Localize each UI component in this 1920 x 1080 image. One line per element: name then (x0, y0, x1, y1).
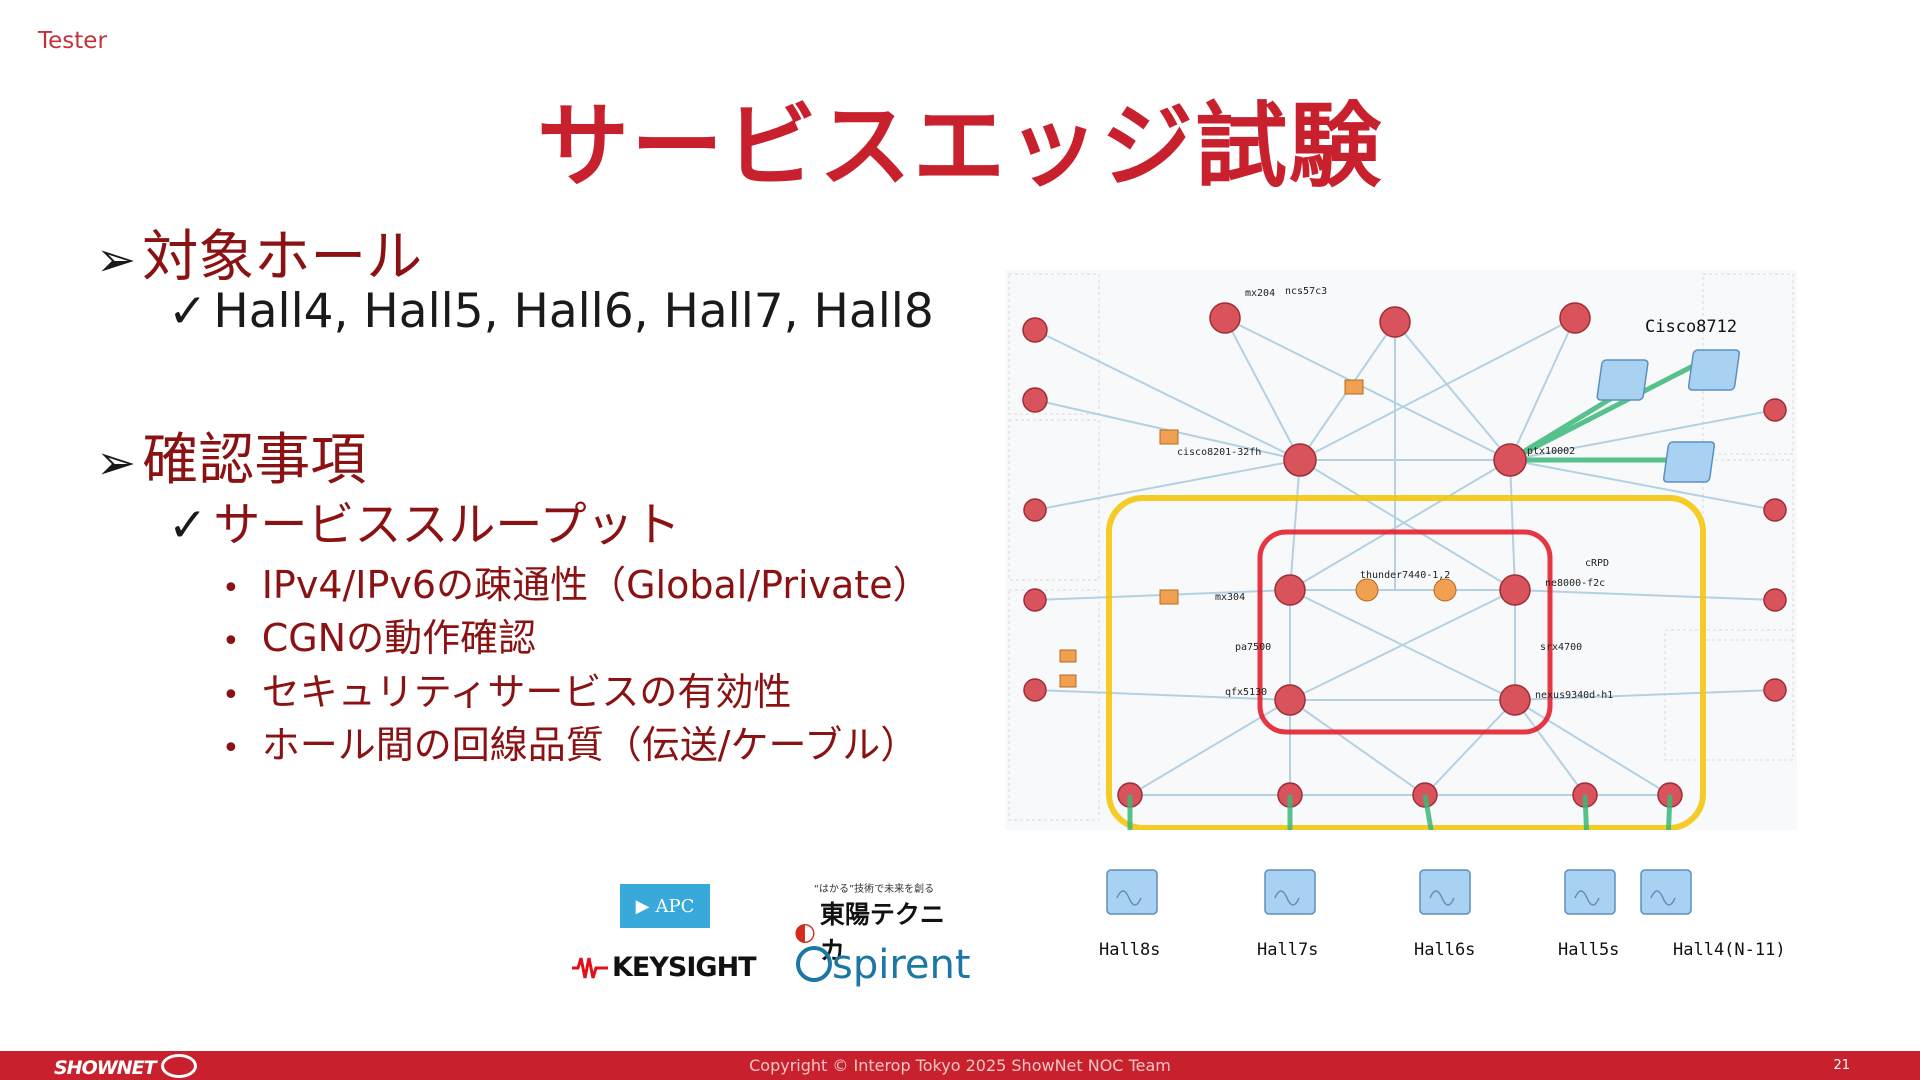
hall-label: Hall5s (1558, 940, 1619, 960)
hall-list-item: ✓Hall4, Hall5, Hall6, Hall7, Hall8 (168, 284, 934, 339)
slide-title: サービスエッジ試験 (536, 93, 1383, 200)
bullet-item: •ホール間の回線品質（伝送/ケーブル） (222, 723, 919, 767)
hall7s-switch-icon (1264, 869, 1316, 915)
hall-label: Hall8s (1099, 940, 1160, 960)
svg-text:ncs57c3: ncs57c3 (1285, 286, 1327, 297)
section-heading-check-items: ➢確認事項 (96, 428, 367, 493)
spirent-ring-icon (796, 946, 832, 982)
apc-logo: ▶APC (620, 884, 710, 928)
section-tag: Tester (38, 28, 107, 54)
check-icon: ✓ (168, 498, 208, 553)
bullet-dot-icon: • (222, 731, 240, 766)
hall-label: Hall4(N-11) (1673, 940, 1786, 960)
keysight-logo: KEYSIGHT (572, 952, 757, 983)
keysight-wave-icon (572, 957, 608, 978)
copyright-text: Copyright © Interop Tokyo 2025 ShowNet N… (749, 1056, 1171, 1075)
svg-text:cisco8201-32fh: cisco8201-32fh (1177, 447, 1261, 458)
arrow-bullet-icon: ➢ (96, 435, 137, 491)
hall6s-switch-icon (1419, 869, 1471, 915)
hall-label: Hall7s (1257, 940, 1318, 960)
bullet-dot-icon: • (222, 571, 240, 606)
svg-text:mx304: mx304 (1215, 592, 1245, 603)
svg-text:qfx5130: qfx5130 (1225, 687, 1267, 698)
svg-text:thunder7440-1,2: thunder7440-1,2 (1360, 570, 1450, 581)
apc-mark-icon: ▶ (635, 895, 650, 917)
svg-text:ptx10002: ptx10002 (1527, 446, 1575, 457)
hall4-switch-icon (1640, 869, 1692, 915)
bullet-item: •CGNの動作確認 (222, 616, 537, 660)
hall-switch-row: Hall8s Hall7s Hall6s Hall5s Hall4(N-11) (1099, 869, 1786, 960)
page-number: 21 (1833, 1058, 1850, 1073)
footer-bar: SHOWNET Copyright © Interop Tokyo 2025 S… (0, 1051, 1920, 1080)
shownet-logo: SHOWNET (54, 1054, 198, 1079)
toyo-mark-icon: ◐ (794, 916, 816, 946)
section-heading-target-halls: ➢対象ホール (96, 225, 423, 290)
svg-text:ne8000-f2c: ne8000-f2c (1545, 578, 1605, 589)
shownet-emblem-icon (161, 1054, 198, 1078)
toyo-technica-logo: “はかる”技術で未来を創る ◐東陽テクニカ (794, 884, 945, 965)
arrow-bullet-icon: ➢ (96, 232, 137, 288)
bullet-item: •セキュリティサービスの有効性 (222, 670, 792, 714)
spirent-logo: spirent (796, 942, 971, 988)
bullet-dot-icon: • (222, 624, 240, 659)
cisco8712-label: Cisco8712 (1645, 317, 1737, 337)
bullet-item: •IPv4/IPv6の疎通性（Global/Private） (222, 563, 931, 607)
check-icon: ✓ (168, 284, 208, 339)
hall5s-switch-icon (1564, 869, 1616, 915)
bullet-dot-icon: • (222, 678, 240, 713)
svg-text:mx204: mx204 (1245, 288, 1275, 299)
svg-text:pa7500: pa7500 (1235, 642, 1271, 653)
svg-text:srx4700: srx4700 (1540, 642, 1582, 653)
svg-text:nexus9340d-h1: nexus9340d-h1 (1535, 690, 1613, 701)
network-topology-diagram: cisco8201-32fh ptx10002 thunder7440-1,2 … (1005, 270, 1797, 830)
hall8s-switch-icon (1106, 869, 1158, 915)
throughput-item: ✓サービススループット (168, 498, 681, 553)
svg-text:cRPD: cRPD (1585, 558, 1609, 569)
hall-label: Hall6s (1414, 940, 1475, 960)
